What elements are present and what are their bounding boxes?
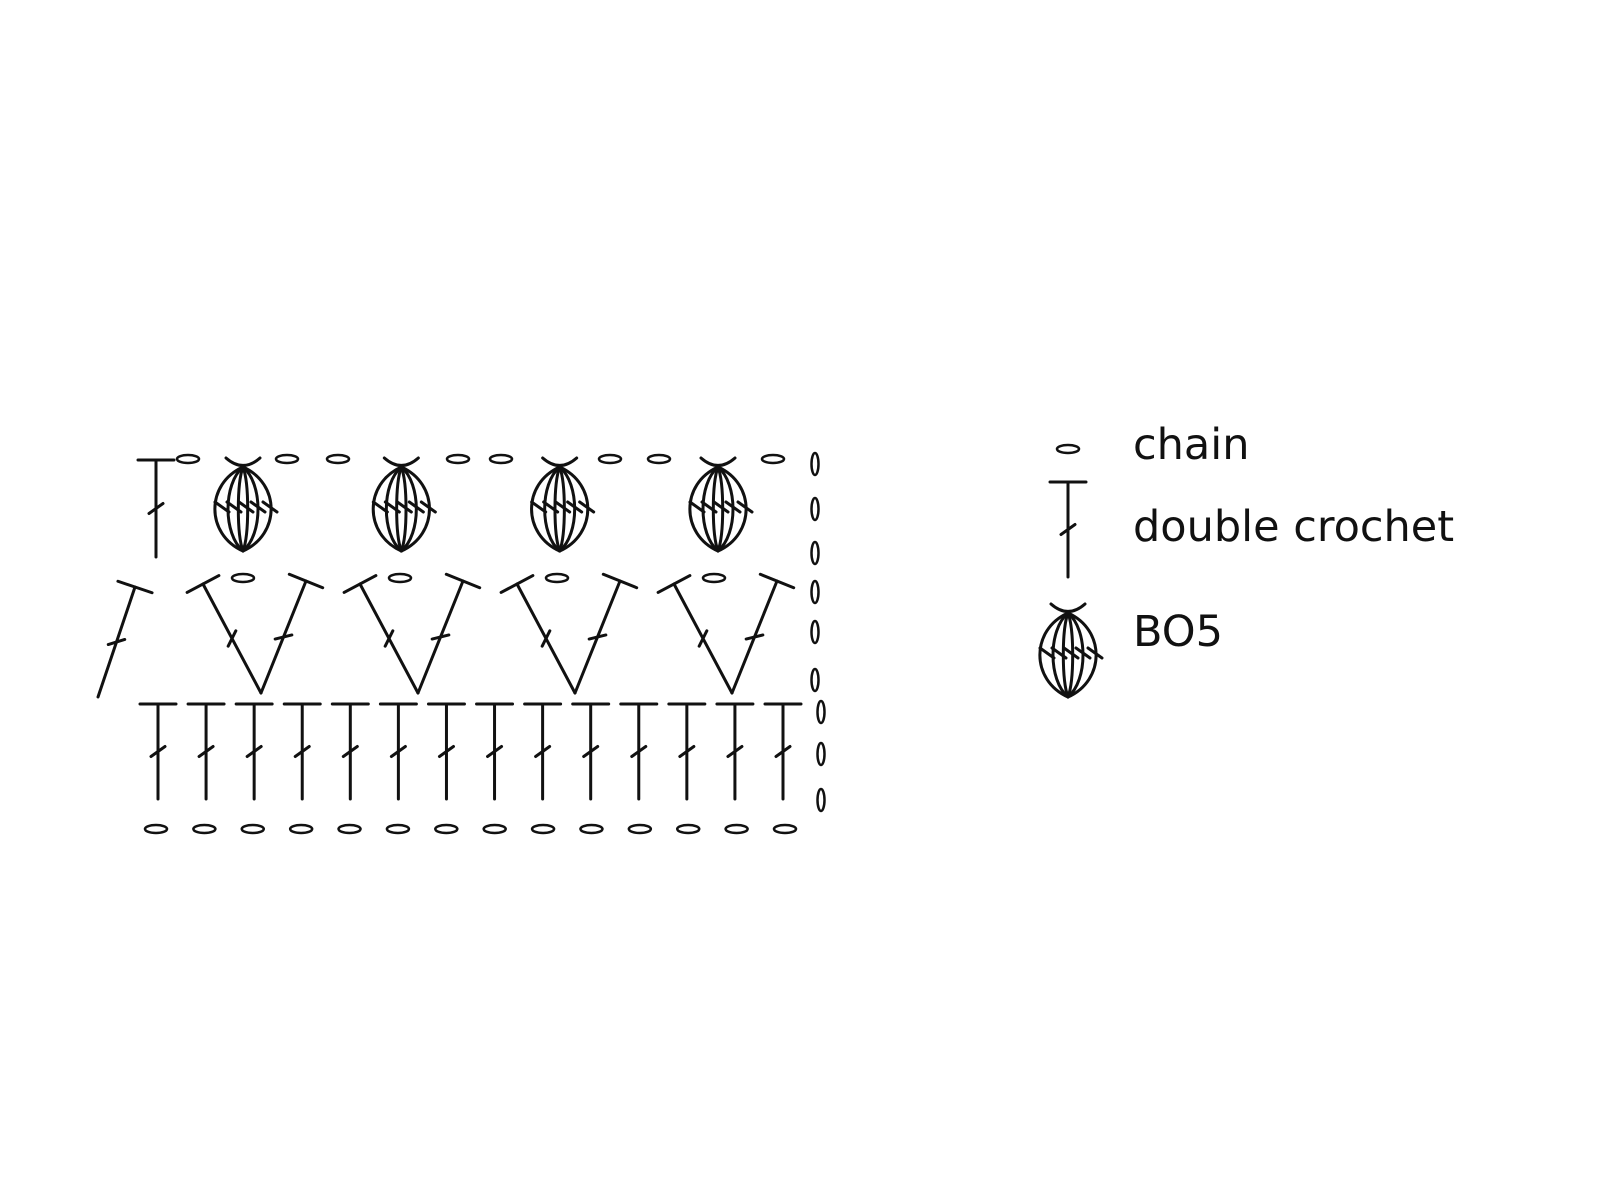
edge-double-crochet — [96, 579, 154, 699]
foundation-chain — [288, 823, 314, 835]
double-crochet-stitch — [573, 572, 639, 695]
foundation-chain — [240, 823, 266, 835]
foundation-chain — [192, 823, 217, 835]
v-stitch-chain — [230, 572, 256, 584]
double-crochet-stitch — [730, 572, 796, 695]
row-3-chain — [445, 453, 471, 465]
double-crochet-stitch — [186, 702, 226, 801]
turning-chain — [810, 451, 820, 477]
foundation-chain — [337, 823, 362, 835]
double-crochet-stitch — [499, 574, 577, 695]
double-crochet-stitch — [571, 702, 611, 801]
row-1 — [138, 702, 803, 801]
v-stitch — [499, 572, 639, 695]
double-crochet-stitch — [138, 702, 178, 801]
double-crochet-stitch — [378, 702, 418, 801]
turning-chain — [816, 699, 826, 725]
row-3-chain — [274, 453, 300, 465]
double-crochet-stitch — [656, 574, 734, 695]
row-3-chain — [488, 453, 514, 465]
double-crochet-stitch — [342, 574, 420, 695]
row-3-chain — [175, 453, 201, 465]
legend-label-bo5: BO5 — [1133, 607, 1223, 657]
double-crochet-stitch — [330, 702, 370, 801]
bo5-icon — [1038, 602, 1104, 699]
foundation-chain — [579, 823, 604, 835]
row-3-start-double-crochet — [136, 458, 176, 559]
row-2 — [96, 572, 796, 699]
v-stitch-chain — [387, 572, 413, 584]
double-crochet-stitch — [282, 702, 322, 801]
row-3 — [136, 453, 786, 559]
foundation-chain — [530, 823, 556, 835]
double-crochet-stitch — [667, 702, 707, 801]
foundation-chain — [675, 823, 701, 835]
foundation-chain — [482, 823, 507, 835]
double-crochet-stitch — [426, 702, 466, 801]
double-crochet-stitch — [475, 702, 515, 801]
foundation-chain — [385, 823, 411, 835]
foundation-chain — [143, 823, 169, 835]
bo5-stitch — [530, 456, 596, 553]
double-crochet-stitch — [185, 574, 263, 695]
bo5-stitch — [371, 456, 437, 553]
v-stitch — [656, 572, 796, 695]
double-crochet-stitch — [715, 702, 755, 801]
v-stitch-chain — [544, 572, 570, 584]
turning-chain — [810, 667, 820, 693]
double-crochet-icon — [1048, 480, 1088, 579]
turning-chain — [810, 619, 820, 645]
turning-chain — [816, 787, 826, 813]
turning-chain — [810, 579, 820, 605]
double-crochet-stitch — [619, 702, 659, 801]
legend-label-double-crochet: double crochet — [1133, 502, 1455, 552]
row-3-chain — [760, 453, 786, 465]
foundation-chain — [772, 823, 798, 835]
foundation-chain — [434, 823, 459, 835]
row-3-chain — [646, 453, 672, 465]
double-crochet-stitch — [234, 702, 274, 801]
turning-chain — [816, 741, 826, 767]
turning-chain — [810, 540, 820, 566]
foundation-chain — [724, 823, 749, 835]
v-stitch — [185, 572, 325, 695]
double-crochet-stitch — [259, 572, 325, 695]
v-stitch-chain — [701, 572, 727, 584]
double-crochet-stitch — [523, 702, 563, 801]
double-crochet-stitch — [416, 572, 482, 695]
legend-label-chain: chain — [1133, 420, 1250, 470]
chain-icon — [1055, 443, 1081, 455]
v-stitch — [342, 572, 482, 695]
stitch-diagram — [96, 451, 826, 835]
bo5-stitch — [688, 456, 754, 553]
row-3-chain — [325, 453, 351, 465]
turning-chain — [810, 496, 820, 522]
legend-symbols — [1038, 443, 1104, 699]
bo5-stitch — [213, 456, 279, 553]
row-3-chain — [597, 453, 623, 465]
double-crochet-stitch — [763, 702, 803, 801]
foundation-chain — [627, 823, 653, 835]
